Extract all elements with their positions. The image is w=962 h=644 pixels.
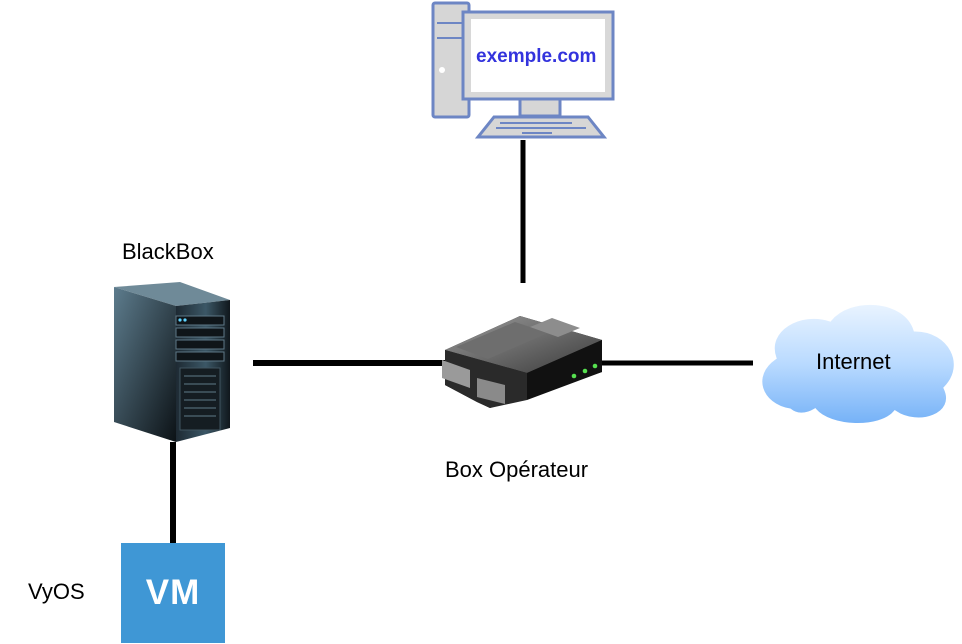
server-tower-icon <box>114 282 230 442</box>
internet-label: Internet <box>816 349 891 374</box>
router-label: Box Opérateur <box>445 457 589 482</box>
vm-icon: VM <box>121 543 225 643</box>
cloud-icon <box>759 301 957 426</box>
router-icon <box>442 316 602 408</box>
vm-label: VyOS <box>28 579 85 604</box>
vm-badge-text: VM <box>145 573 201 612</box>
blackbox-label: BlackBox <box>122 239 214 264</box>
desktop-computer-icon <box>431 1 615 139</box>
computer-screen-text: exemple.com <box>476 46 597 67</box>
connections <box>170 140 753 543</box>
